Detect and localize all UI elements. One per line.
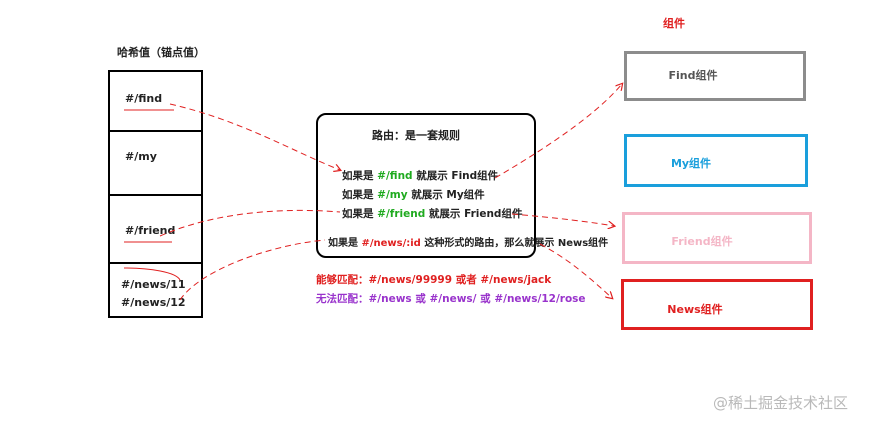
rule-friend-mid: 就展示 [425, 208, 465, 220]
cannot-match-value: #/news 或 #/news/ 或 #/news/12/rose [368, 293, 586, 305]
rule-friend-component: Friend组件 [464, 208, 523, 220]
arrow-friend-to-rule [159, 209, 341, 237]
hash-news-11: #/news/11 [121, 278, 186, 291]
hash-cell-find: #/find [110, 72, 201, 132]
rule-friend-prefix: 如果是 [342, 208, 378, 220]
rule-line-friend: 如果是 #/friend 就展示 Friend组件 [342, 206, 522, 221]
hash-friend: #/friend [125, 224, 176, 237]
my-component-box: My组件 [624, 134, 808, 187]
hash-find: #/find [125, 92, 163, 105]
can-match-line: 能够匹配：#/news/99999 或者 #/news/jack [316, 272, 551, 287]
can-match-value: #/news/99999 或者 #/news/jack [368, 274, 552, 286]
rule-title: 路由：是一套规则 [372, 129, 460, 142]
friend-component-label: Friend组件 [671, 235, 733, 248]
rule-my-component: My组件 [446, 189, 485, 201]
hash-cell-friend: #/friend [110, 196, 201, 264]
hash-cell-my: #/my [110, 132, 201, 196]
arrow-rule-to-news [539, 243, 612, 298]
cannot-match-line: 无法匹配：#/news 或 #/news/ 或 #/news/12/rose [316, 291, 586, 306]
routing-rule-box [316, 113, 536, 258]
hash-cell-news: #/news/11 #/news/12 [110, 264, 201, 316]
can-match-label: 能够匹配： [316, 274, 369, 286]
news-component-label: News组件 [667, 303, 723, 316]
find-component-label: Find组件 [668, 69, 718, 82]
rule-find-hash: #/find [377, 170, 413, 182]
rule-line-my: 如果是 #/my 就展示 My组件 [342, 187, 485, 202]
rule-line-find: 如果是 #/find 就展示 Find组件 [342, 168, 498, 183]
cannot-match-label: 无法匹配： [316, 293, 369, 305]
watermark: @稀土掘金技术社区 [713, 394, 849, 412]
my-component-label: My组件 [670, 157, 712, 170]
rule-my-prefix: 如果是 [342, 189, 378, 201]
friend-component-box: Friend组件 [622, 212, 812, 264]
arrow-rule-to-find [494, 84, 622, 179]
components-title: 组件 [663, 17, 685, 30]
rule-news-prefix: 如果是 [328, 238, 362, 249]
underline-news [123, 267, 181, 281]
news-component-box: News组件 [621, 279, 813, 330]
hash-value-column: #/find #/my #/friend #/news/11 #/news/12 [108, 70, 203, 318]
rule-line-news: 如果是 #/news/:id 这种形式的路由，那么就展示 News组件 [328, 234, 608, 249]
rule-find-component: Find组件 [451, 170, 499, 182]
hash-my: #/my [125, 150, 157, 163]
find-component-box: Find组件 [624, 51, 806, 101]
rule-my-mid: 就展示 [407, 189, 447, 201]
arrow-rule-to-friend [511, 213, 614, 226]
arrow-news-to-rule [179, 239, 326, 301]
arrow-find-to-rule [169, 103, 340, 170]
rule-find-prefix: 如果是 [342, 170, 378, 182]
rule-news-mid: 这种形式的路由，那么就展示 [420, 238, 558, 249]
hash-news-12: #/news/12 [121, 296, 186, 309]
rule-news-component: News组件 [557, 238, 609, 249]
rule-friend-hash: #/friend [377, 208, 426, 220]
rule-my-hash: #/my [377, 189, 408, 201]
rule-find-mid: 就展示 [412, 170, 452, 182]
rule-news-hash: #/news/:id [361, 238, 421, 249]
hash-column-title: 哈希值（锚点值） [117, 46, 205, 59]
